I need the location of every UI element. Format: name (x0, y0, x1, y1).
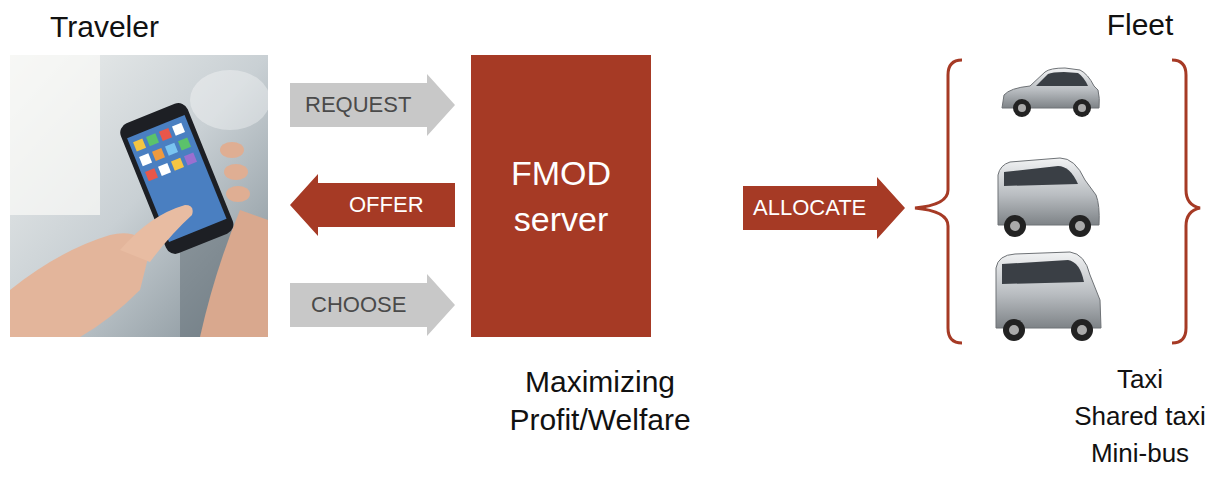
hub (1009, 325, 1019, 335)
node-heading: Traveler (50, 9, 250, 45)
arrow-label: CHOOSE (309, 292, 408, 318)
app-icon (158, 163, 171, 176)
node-caption: Taxi (1070, 361, 1210, 398)
thumb (120, 205, 193, 262)
fleet-group: FleetTaxiShared taxiMini-bus (915, 55, 1200, 345)
app-icon (159, 128, 172, 141)
hub (1010, 221, 1020, 231)
van-car (998, 158, 1099, 237)
traveler-photo (10, 55, 268, 337)
app-icon (146, 133, 159, 146)
minibus-window (1002, 260, 1084, 284)
app-icon (152, 148, 165, 161)
arrow-label: OFFER (347, 192, 426, 218)
light-blur (190, 70, 268, 130)
hub (1077, 325, 1087, 335)
wheel (1069, 215, 1091, 237)
app-icon (184, 152, 197, 165)
traveler-frame: Traveler (10, 55, 268, 337)
sedan-car (1002, 68, 1099, 117)
node-content: FMOD server (471, 55, 651, 337)
node-caption-area: Maximizing Profit/Welfare (480, 363, 720, 439)
minibus-body (996, 252, 1101, 328)
smartphone (117, 100, 236, 257)
app-icon (133, 138, 146, 151)
wheel (1004, 215, 1026, 237)
finger (224, 164, 248, 180)
wheel (1003, 319, 1025, 341)
node-caption-area: TaxiShared taxiMini-bus (1070, 361, 1210, 472)
left-brace (915, 60, 962, 343)
hub (1018, 104, 1026, 112)
block-arrow (290, 274, 455, 336)
node-heading: Fleet (1070, 7, 1210, 43)
window-light (10, 55, 100, 215)
block-arrow (290, 174, 455, 236)
app-icon (178, 138, 191, 151)
van-body (998, 158, 1099, 225)
node-heading-area: Traveler (50, 9, 250, 45)
minibus-car (996, 252, 1101, 341)
app-icon (145, 168, 158, 181)
hub (1075, 221, 1085, 231)
node-caption: Mini-bus (1070, 435, 1210, 472)
node-heading-area: Fleet (1070, 7, 1210, 43)
wheel (1071, 319, 1093, 341)
finger (220, 142, 244, 158)
node-caption: Maximizing Profit/Welfare (480, 363, 720, 439)
block-arrow (743, 177, 905, 239)
phone-body (117, 100, 236, 257)
server-box: FMOD serverMaximizing Profit/Welfare (471, 55, 651, 337)
right-brace (1172, 60, 1200, 343)
hub (1078, 104, 1086, 112)
wheel (1073, 99, 1091, 117)
finger (226, 186, 250, 202)
car-window (1036, 72, 1088, 86)
arrow-label: REQUEST (303, 92, 413, 118)
block-arrow (290, 74, 455, 136)
arrow-label: ALLOCATE (751, 195, 868, 221)
node-caption: Shared taxi (1070, 398, 1210, 435)
app-icon (165, 143, 178, 156)
van-window (1004, 166, 1078, 186)
node-title: FMOD server (486, 150, 636, 242)
wheel (1013, 99, 1031, 117)
app-icon (171, 158, 184, 171)
app-icon (172, 123, 185, 136)
app-icon (139, 153, 152, 166)
